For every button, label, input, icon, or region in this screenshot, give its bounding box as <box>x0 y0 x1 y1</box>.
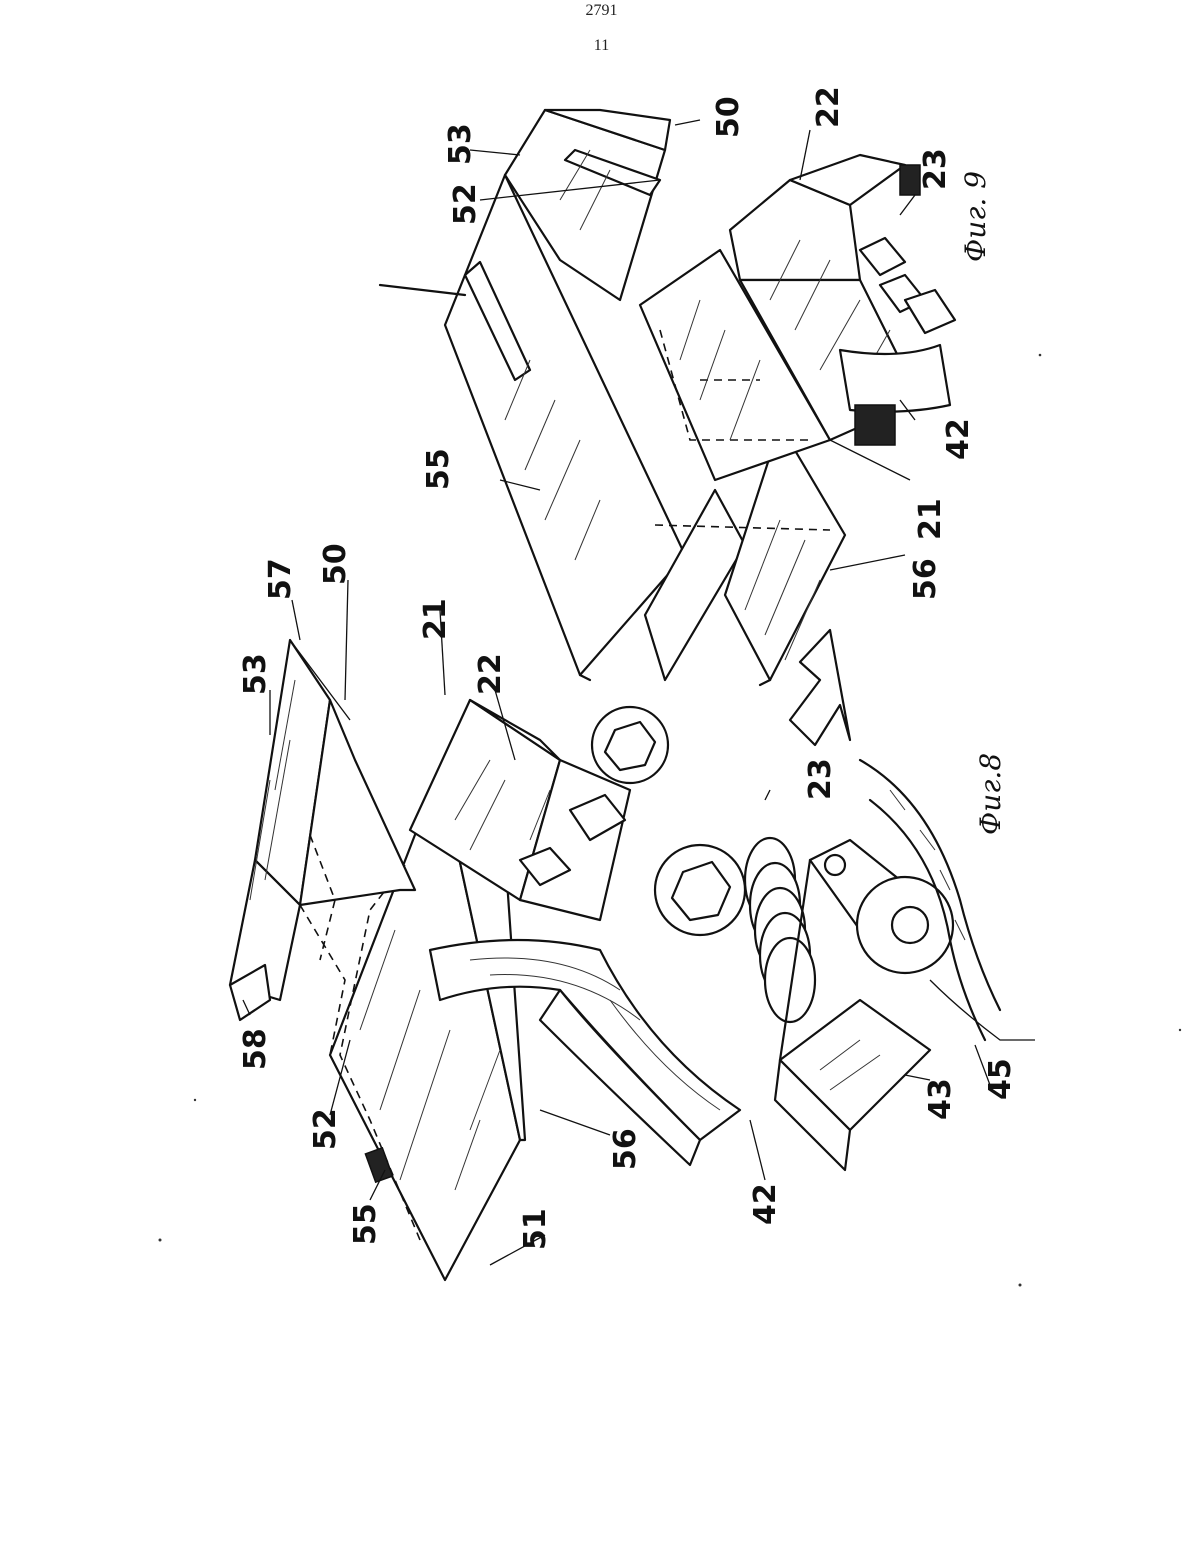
figure-8: 57 53 50 21 22 23 58 52 55 51 56 42 43 4… <box>230 543 1035 1280</box>
bolt-head-lower <box>857 877 953 973</box>
figure-9-caption: Фиг. 9 <box>959 171 992 262</box>
bolt-head-middle <box>655 845 745 935</box>
figure-9: 53 50 22 52 23 55 42 21 56 Фиг. 9 <box>380 86 992 685</box>
label-43: 43 <box>923 1078 958 1120</box>
label-55-fig9: 55 <box>421 448 456 490</box>
label-51: 51 <box>518 1208 553 1250</box>
label-23: 23 <box>803 758 838 800</box>
label-52: 52 <box>308 1108 343 1150</box>
label-21: 21 <box>418 598 453 640</box>
label-50-fig9: 50 <box>711 96 746 138</box>
label-50: 50 <box>318 543 353 585</box>
label-53: 53 <box>238 653 273 695</box>
label-22: 22 <box>473 653 508 695</box>
label-56: 56 <box>608 1128 643 1170</box>
figure-8-caption: Фиг.8 <box>974 753 1007 835</box>
label-21-fig9: 21 <box>913 498 948 540</box>
label-42: 42 <box>748 1183 783 1225</box>
spring-coil <box>745 838 815 1022</box>
label-22-fig9: 22 <box>811 86 846 128</box>
label-55: 55 <box>348 1203 383 1245</box>
label-52-fig9: 52 <box>448 183 483 225</box>
label-58: 58 <box>238 1028 273 1070</box>
label-57: 57 <box>263 558 298 600</box>
bolt-head-upper <box>592 707 668 783</box>
label-23-fig9: 23 <box>918 148 953 190</box>
label-56-fig9: 56 <box>908 558 943 600</box>
label-45: 45 <box>983 1058 1018 1100</box>
label-53-fig9: 53 <box>443 123 478 165</box>
label-42-fig9: 42 <box>941 418 976 460</box>
